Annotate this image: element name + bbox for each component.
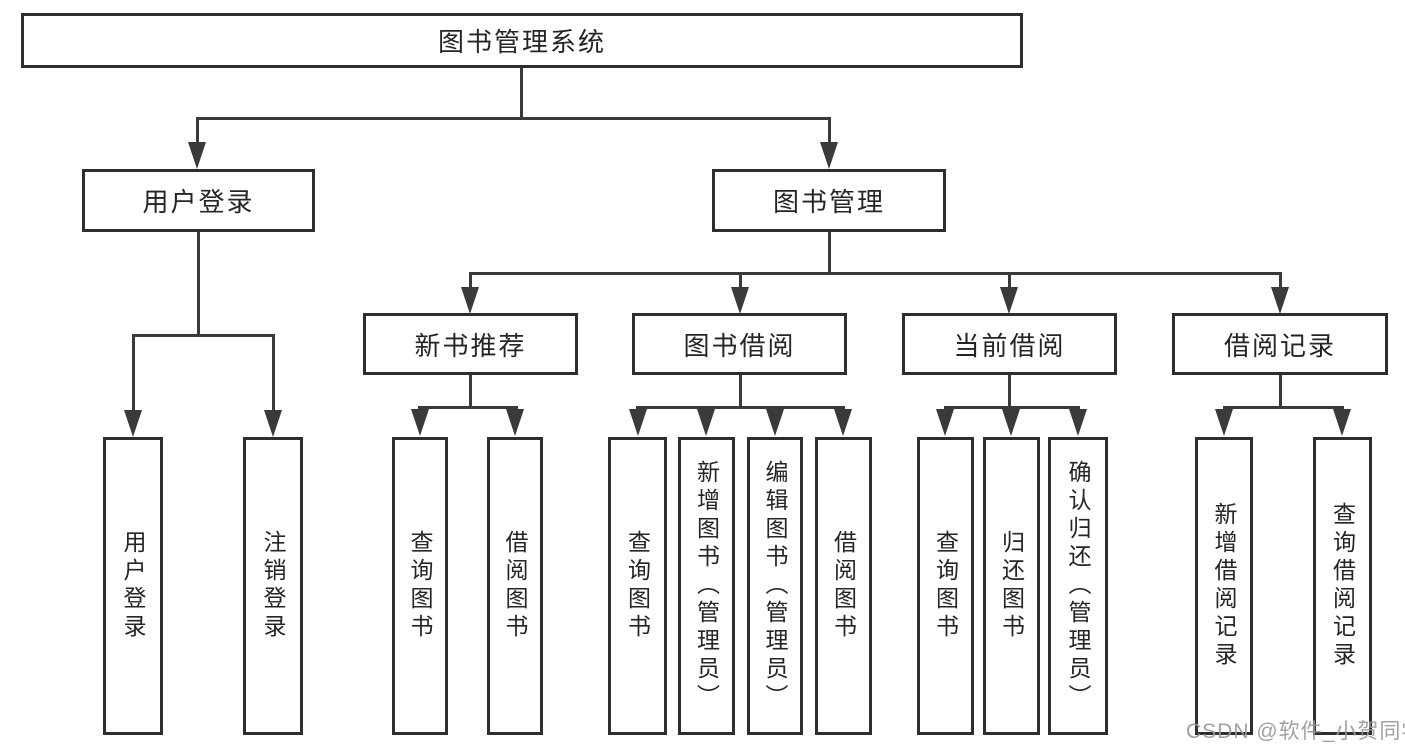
watermark-text: CSDN @软件_小贺同学 — [1186, 720, 1405, 743]
connector-line — [828, 118, 831, 144]
connector-line — [132, 335, 135, 411]
connector-line — [469, 273, 472, 289]
arrow-down-icon — [697, 409, 715, 436]
node-borrowing-records: 借阅记录 — [1172, 313, 1388, 375]
node-label: 查询图书 — [407, 530, 433, 642]
node-book-management: 图书管理 — [712, 169, 946, 232]
connector-line — [739, 273, 742, 289]
leaf-add-borrow-record: 新增借阅记录 — [1195, 437, 1253, 735]
connector-line — [520, 68, 523, 118]
connector-line — [418, 406, 518, 409]
node-user-login: 用户登录 — [82, 169, 315, 232]
connector-line — [1279, 273, 1282, 289]
arrow-down-icon — [936, 409, 954, 436]
leaf-borrow-books-recommend: 借阅图书 — [487, 437, 543, 735]
connector-line — [1008, 375, 1011, 408]
connector-line — [469, 375, 472, 408]
node-label: 图书借阅 — [683, 330, 796, 361]
leaf-logout-login: 注销登录 — [243, 437, 303, 735]
arrow-down-icon — [1333, 409, 1351, 436]
node-label: 借阅记录 — [1223, 330, 1336, 361]
leaf-confirm-return-admin: 确认归还（管理员） — [1048, 437, 1108, 735]
leaf-user-login: 用户登录 — [103, 437, 163, 735]
node-label: 用户登录 — [142, 187, 255, 217]
node-label: 新增借阅记录 — [1211, 502, 1237, 670]
node-book-borrowing: 图书借阅 — [632, 313, 847, 375]
node-label: 新书推荐 — [414, 330, 527, 361]
arrow-down-icon — [820, 142, 838, 169]
connector-line — [196, 118, 199, 144]
arrow-down-icon — [506, 409, 524, 436]
leaf-query-borrow-record: 查询借阅记录 — [1313, 437, 1372, 735]
arrow-down-icon — [188, 142, 206, 169]
node-label: 图书管理系统 — [437, 27, 606, 57]
arrow-down-icon — [629, 409, 647, 436]
node-label: 查询图书 — [932, 530, 959, 642]
node-label: 查询图书 — [624, 530, 651, 642]
node-current-borrowing: 当前借阅 — [902, 313, 1117, 375]
connector-line — [828, 232, 831, 274]
arrow-down-icon — [1069, 409, 1087, 436]
connector-line — [1279, 375, 1282, 408]
connector-line — [196, 117, 831, 120]
leaf-return-books: 归还图书 — [983, 437, 1040, 735]
arrow-down-icon — [1215, 409, 1233, 436]
leaf-query-books-recommend: 查询图书 — [392, 437, 448, 735]
node-label: 用户登录 — [120, 530, 146, 642]
node-label: 借阅图书 — [830, 530, 857, 642]
node-label: 注销登录 — [260, 530, 286, 642]
arrow-down-icon — [834, 409, 852, 436]
arrow-down-icon — [1002, 409, 1020, 436]
node-label: 查询借阅记录 — [1329, 502, 1356, 670]
node-label: 归还图书 — [998, 530, 1025, 642]
arrow-down-icon — [731, 287, 749, 314]
connector-line — [739, 375, 742, 408]
node-new-book-recommendation: 新书推荐 — [363, 313, 578, 375]
node-label: 确认归还（管理员） — [1065, 460, 1091, 712]
arrow-down-icon — [461, 287, 479, 314]
arrow-down-icon — [1000, 287, 1018, 314]
arrow-down-icon — [124, 410, 142, 437]
connector-line — [1008, 273, 1011, 289]
connector-line — [132, 334, 275, 337]
connector-line — [1223, 406, 1344, 409]
arrow-down-icon — [1271, 287, 1289, 314]
connector-line — [636, 406, 845, 409]
connector-line — [197, 232, 200, 336]
leaf-borrow-books: 借阅图书 — [815, 437, 872, 735]
leaf-query-books-current: 查询图书 — [917, 437, 974, 735]
leaf-add-books-admin: 新增图书（管理员） — [678, 437, 735, 735]
arrow-down-icon — [264, 410, 282, 437]
node-label: 当前借阅 — [953, 330, 1066, 361]
node-label: 图书管理 — [772, 187, 885, 217]
node-label: 借阅图书 — [502, 530, 528, 642]
leaf-edit-books-admin: 编辑图书（管理员） — [747, 437, 803, 735]
node-label: 编辑图书（管理员） — [762, 460, 788, 712]
connector-line — [272, 335, 275, 411]
arrow-down-icon — [766, 409, 784, 436]
connector-line — [944, 406, 1080, 409]
arrow-down-icon — [411, 409, 429, 436]
node-library-management-system: 图书管理系统 — [21, 13, 1023, 68]
leaf-query-books-borrow: 查询图书 — [608, 437, 667, 735]
node-label: 新增图书（管理员） — [693, 460, 720, 712]
connector-line — [469, 272, 1282, 275]
